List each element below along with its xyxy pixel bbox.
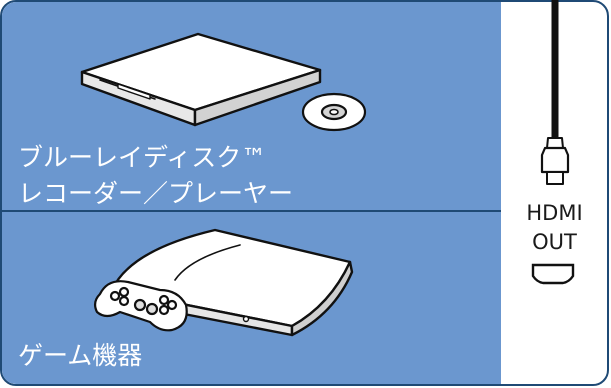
- hdmi-port-icon: [531, 263, 575, 285]
- bluray-player-icon: [80, 32, 322, 127]
- game-label: ゲーム機器: [18, 341, 143, 370]
- game-console-icon: [110, 228, 354, 337]
- hdmi-label: HDMI: [526, 201, 583, 225]
- controller-icon: [93, 280, 188, 332]
- panel-divider: [2, 210, 501, 212]
- bluray-label-line2: レコーダー／プレーヤー: [18, 179, 294, 208]
- out-label: OUT: [532, 230, 577, 254]
- disc-icon: [301, 92, 367, 132]
- bluray-label-line1: ブルーレイディスク™: [18, 143, 267, 172]
- hdmi-cable-icon: [540, 0, 570, 185]
